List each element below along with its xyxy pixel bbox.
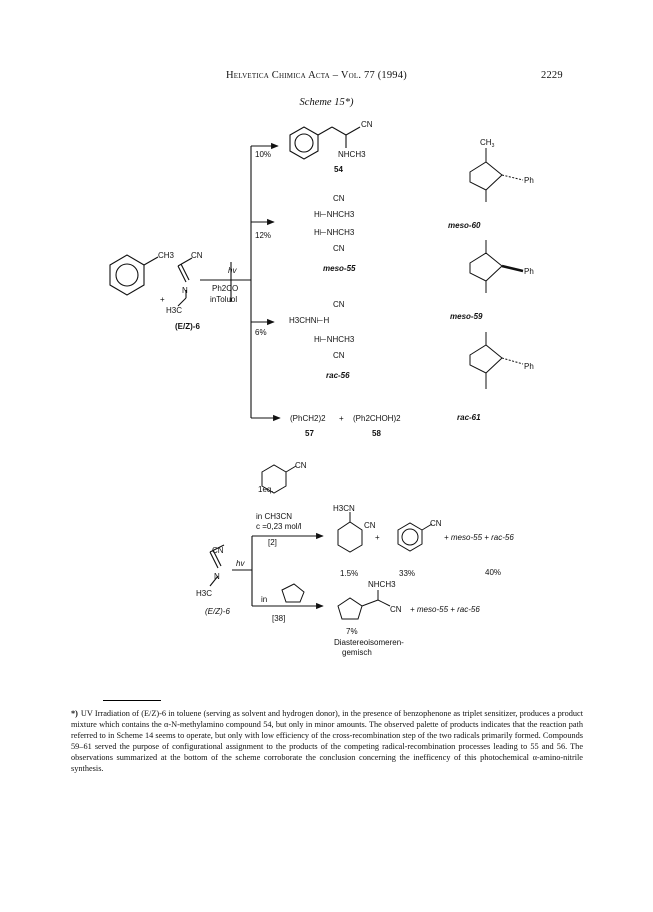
bottom-branch-arrows	[232, 532, 324, 610]
dihydro-yield: 1.5%	[340, 569, 358, 578]
toluene-ch3: CH3	[158, 251, 175, 260]
aminoacetonitrile-imine-structure	[177, 257, 193, 307]
running-header: Helvetica Chimica Acta – Vol. 77 (1994)	[226, 70, 407, 81]
cond-solvent: inToluol	[210, 295, 237, 304]
p54-nh: NHCH3	[338, 150, 366, 159]
bottom-start-n: N	[214, 572, 220, 581]
row1-plus: +	[375, 533, 380, 542]
p55-top: CN	[333, 194, 345, 203]
row1-yield: 40%	[485, 568, 501, 577]
bottom-start-cn: CN	[212, 546, 224, 555]
p60-label: meso-60	[448, 221, 481, 230]
toluene-structure	[109, 254, 159, 296]
cond1-line2: in CH3CN	[256, 512, 292, 521]
compound-59-structure	[469, 240, 524, 293]
thf-product-structure	[337, 590, 391, 620]
thf-note2: gemisch	[342, 648, 372, 657]
compound-61-structure	[469, 332, 524, 389]
page-number: 2229	[541, 70, 563, 81]
pyridine-cn-product: CN	[430, 519, 442, 528]
footnote-rule	[103, 700, 161, 701]
cond1-line1: 1eq.	[258, 485, 274, 494]
p61-ph: Ph	[524, 362, 534, 371]
scheme-caption: Scheme 15*)	[299, 97, 354, 108]
pyridine-cn: CN	[295, 461, 307, 470]
p60-ph: Ph	[524, 176, 534, 185]
sm-cn: CN	[191, 251, 203, 260]
bottom-hv: hv	[236, 559, 245, 568]
footnote: *)UV Irradiation of (E/Z)-6 in toluene (…	[71, 708, 583, 775]
pyridine-yield: 33%	[399, 569, 415, 578]
thf-reagent-structure	[281, 583, 305, 603]
footnote-mark: *)	[71, 709, 78, 718]
p58-label: 58	[372, 429, 381, 438]
p57-label: 57	[305, 429, 314, 438]
p56-row1: H3CHN⊢H	[289, 316, 330, 325]
p54-cn: CN	[361, 120, 373, 129]
dihydro-h3cn: H3CN	[333, 504, 355, 513]
branch-arrows	[200, 142, 281, 422]
yield-56: 6%	[255, 328, 267, 337]
p57-58-plus: +	[339, 414, 344, 423]
p59-label: meso-59	[450, 312, 483, 321]
p56-bottom: CN	[333, 351, 345, 360]
p57-text: (PhCH2)2	[290, 414, 326, 423]
row2-tail: + meso-55 + rac-56	[410, 605, 480, 614]
yield-54: 10%	[255, 150, 271, 159]
compound-60-structure	[469, 148, 524, 202]
p56-row2: H⊢NHCH3	[314, 335, 355, 344]
yield-55: 12%	[255, 231, 271, 240]
footnote-text: UV Irradiation of (E/Z)-6 in toluene (se…	[71, 709, 583, 774]
p56-top: CN	[333, 300, 345, 309]
thf-cn: CN	[390, 605, 402, 614]
p54-label: 54	[334, 165, 343, 174]
p55-row1: H⊢NHCH3	[314, 210, 355, 219]
cond2-line1: in	[261, 595, 267, 604]
cond-reagent: Ph2CO	[212, 284, 238, 293]
cyanopyridine-structure	[397, 522, 433, 552]
thf-note1: Diastereoisomeren-	[334, 638, 404, 647]
bottom-start-label: (E/Z)-6	[205, 607, 230, 616]
bottom-start-structure	[209, 544, 225, 587]
sm-h3c: H3C	[166, 306, 182, 315]
cond1-ref: [2]	[268, 538, 277, 547]
bottom-start-h3c: H3C	[196, 589, 212, 598]
dihydro-cn: CN	[364, 521, 376, 530]
p60-ch3-top: CH3	[480, 138, 495, 149]
cond2-ref: [38]	[272, 614, 285, 623]
dihydropyridine-structure	[337, 512, 363, 553]
p55-row2: H⊢NHCH3	[314, 228, 355, 237]
p55-bottom: CN	[333, 244, 345, 253]
sm-label: (E/Z)-6	[175, 322, 200, 331]
thf-nhch3: NHCH3	[368, 580, 396, 589]
p55-label: meso-55	[323, 264, 356, 273]
reaction-scheme: CH3 + CN N H3C (E/Z)-6 hv Ph2CO inToluol…	[109, 120, 534, 657]
row1-tail: + meso-55 + rac-56	[444, 533, 514, 542]
p61-label: rac-61	[457, 413, 481, 422]
p59-ph: Ph	[524, 267, 534, 276]
cond-hv: hv	[228, 266, 237, 275]
compound-54-structure	[289, 126, 361, 160]
thf-yield: 7%	[346, 627, 358, 636]
sm-n: N	[182, 286, 188, 295]
pyridine-reagent-structure	[261, 464, 297, 494]
cond1-line3: c =0,23 mol/l	[256, 522, 302, 531]
plus-sign: +	[160, 295, 165, 304]
p56-label: rac-56	[326, 371, 350, 380]
p58-text: (Ph2CHOH)2	[353, 414, 401, 423]
